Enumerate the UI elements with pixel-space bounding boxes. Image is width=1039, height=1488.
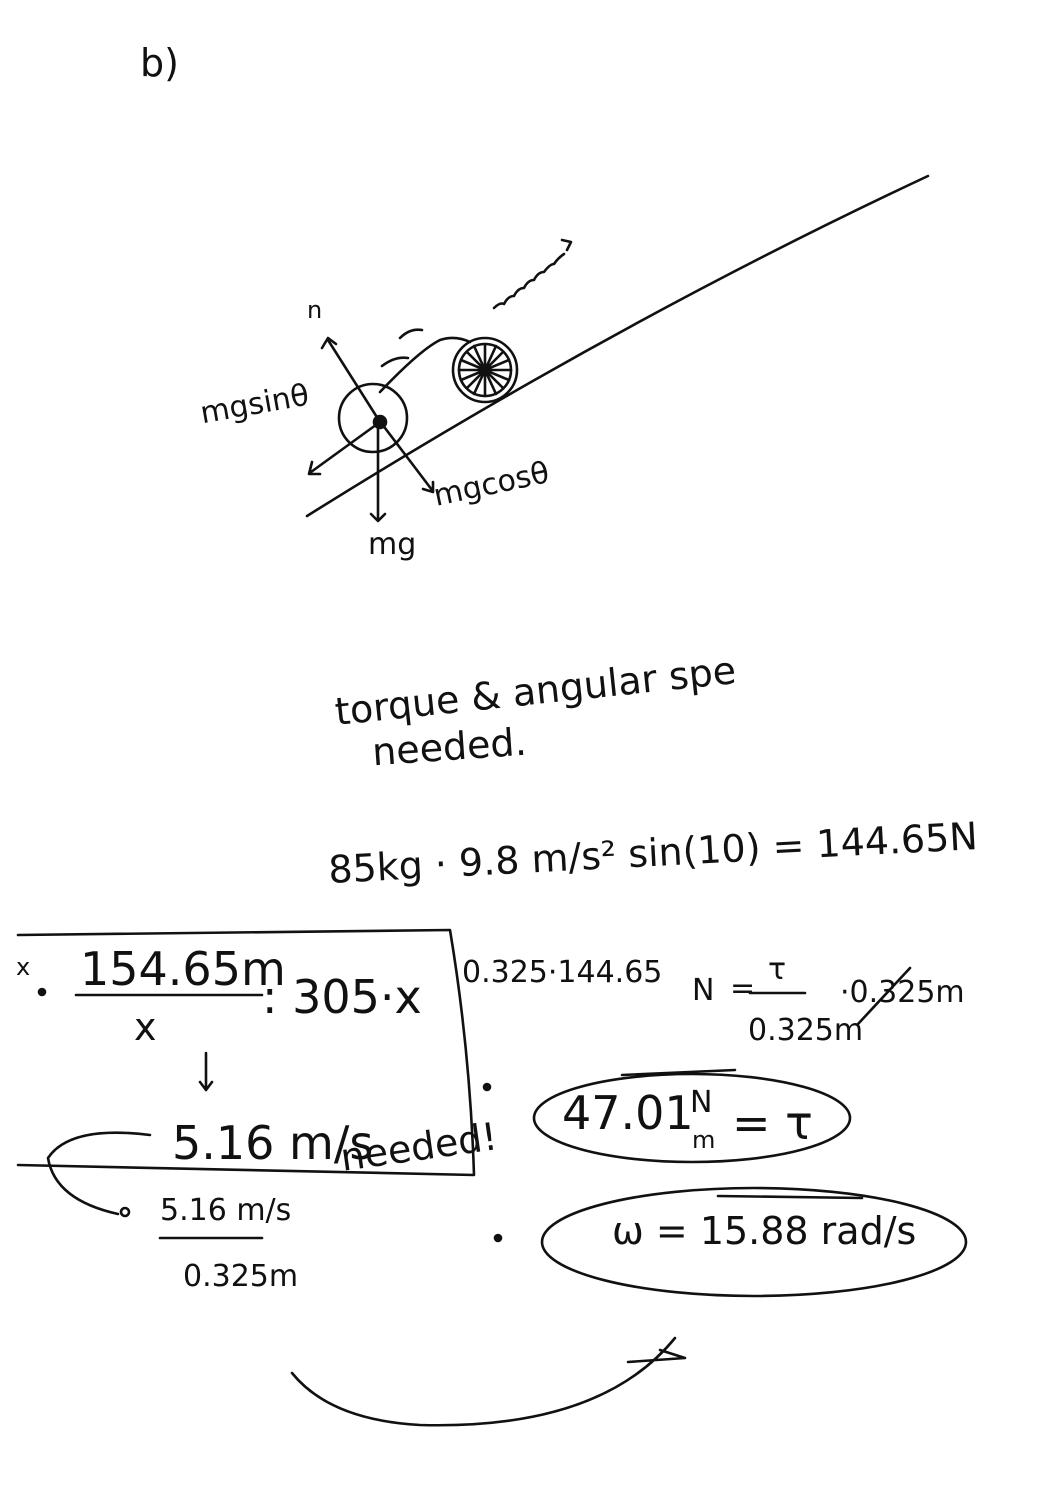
incline-line (305, 174, 930, 518)
bullet-omega-frac (119, 1206, 131, 1218)
motion-arrow (492, 238, 573, 310)
torque-value: 47.01 (562, 1086, 694, 1140)
box-rhs: : 305·x (262, 970, 422, 1024)
mg-label: mg (368, 527, 417, 562)
equation-box (16, 928, 476, 1177)
torque-product: 0.325·144.65 (462, 955, 663, 990)
torque-oval (532, 1072, 852, 1164)
omega-overline (716, 1194, 864, 1200)
note-line-2: needed. (370, 719, 528, 775)
bullet-box (37, 987, 47, 997)
bullet-omega (493, 1233, 503, 1243)
torque-equals: = τ (732, 1096, 813, 1150)
wheelchair-wheel (337, 382, 409, 454)
radius-den: 0.325m (748, 1013, 864, 1048)
wheelchair-seat (380, 328, 424, 368)
wheelchair-frame (378, 336, 472, 394)
radius-strike (856, 966, 912, 1026)
box-denominator: x (134, 1005, 157, 1049)
radius-crossed: ·0.325m (840, 975, 965, 1010)
torque-overline (620, 1068, 737, 1077)
bullet-torque (482, 1082, 492, 1092)
wheelchair-front-wheel (451, 336, 519, 404)
mg-sin-arrow (307, 420, 382, 476)
torque-unit-den: m (692, 1126, 716, 1154)
omega-denominator: 0.325m (183, 1259, 299, 1294)
box-numerator: 154.65m (80, 942, 286, 996)
n-label: N (692, 973, 715, 1008)
result-loop (46, 1131, 152, 1216)
box-result: 5.16 m/s (172, 1116, 374, 1170)
omega-result: ω = 15.88 rad/s (612, 1209, 917, 1253)
box-x-marker: x (16, 953, 31, 981)
normal-force-label: n (307, 296, 323, 324)
tau-symbol: τ (768, 952, 787, 987)
equals-sign: = (730, 971, 756, 1006)
mg-cos-arrow (380, 422, 435, 494)
down-arrow (198, 1051, 214, 1092)
bottom-arrow (290, 1336, 687, 1427)
normal-force-arrow (320, 336, 382, 424)
omega-oval (540, 1186, 968, 1298)
torque-unit-num: N (690, 1085, 713, 1120)
mg-arrow (369, 426, 387, 523)
part-label: b) (140, 41, 179, 85)
omega-numerator: 5.16 m/s (160, 1193, 292, 1228)
